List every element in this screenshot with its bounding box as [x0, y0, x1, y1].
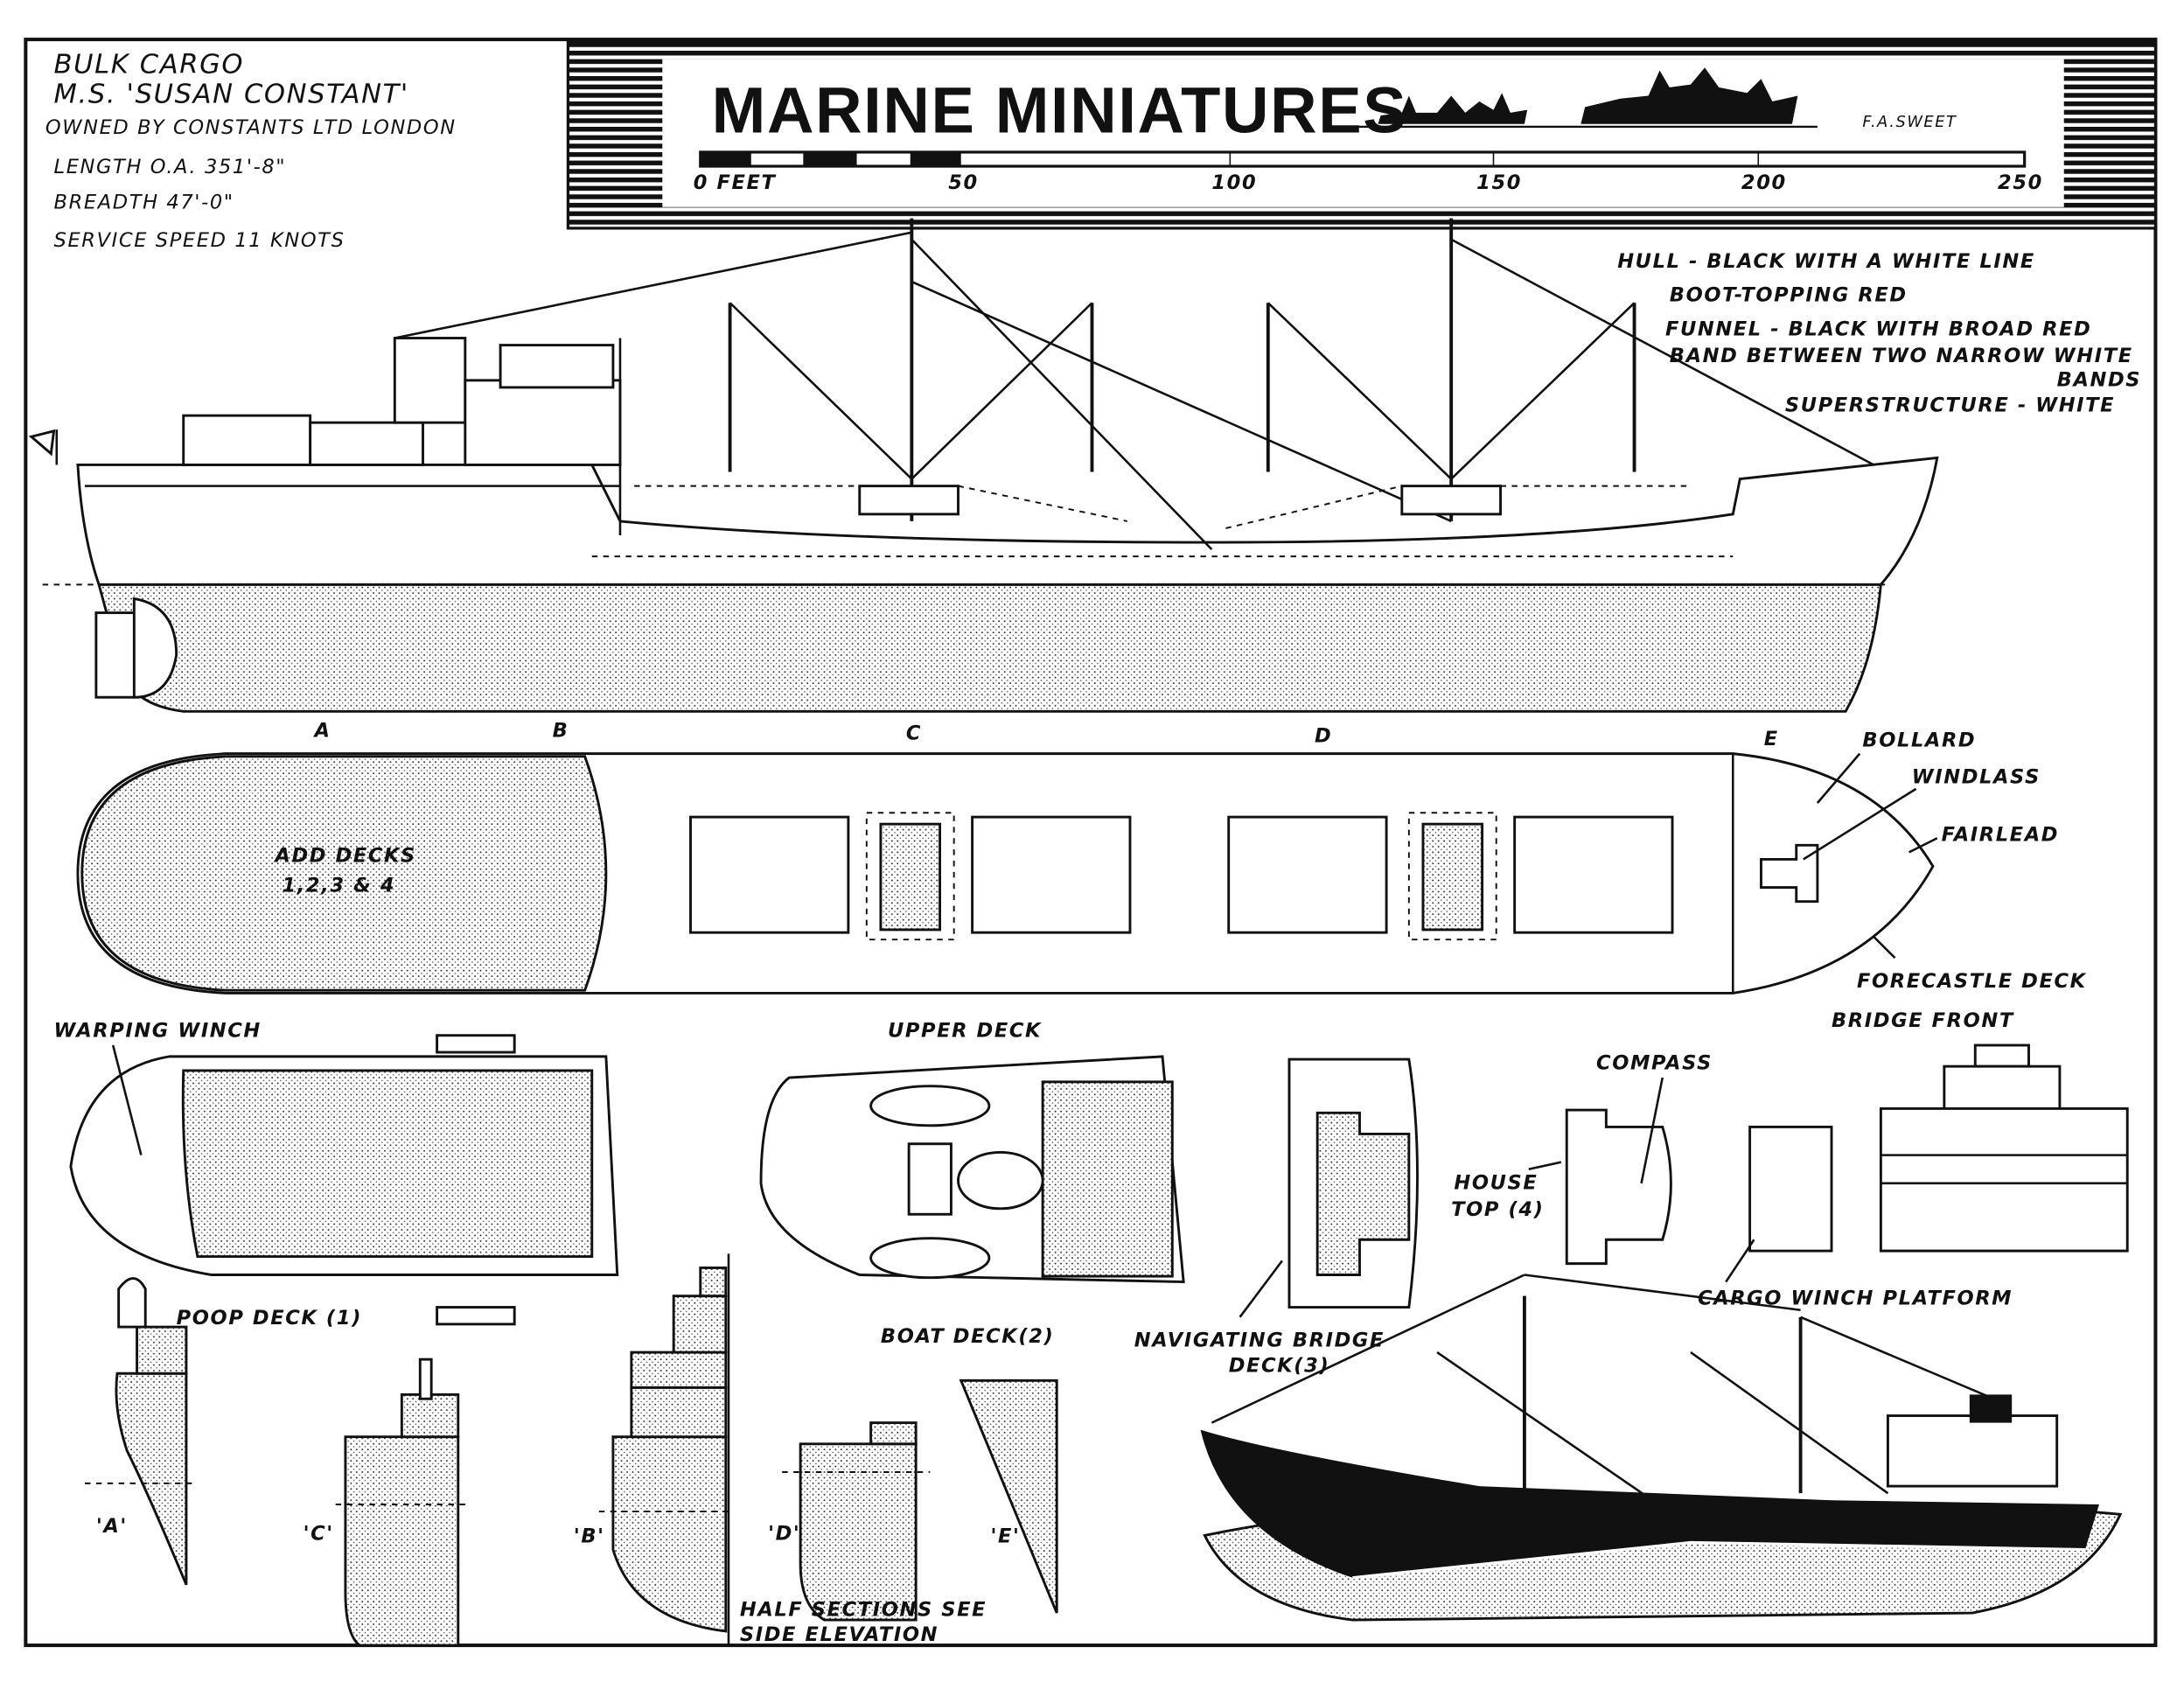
- scale-tick-label: 100: [1211, 171, 1257, 194]
- colour-notes: HULL - BLACK WITH A WHITE LINE BOOT-TOPP…: [1617, 250, 2141, 416]
- half-section-label-d: 'D': [768, 1522, 800, 1545]
- sheet-border: [24, 38, 2158, 1648]
- vessel-speed: SERVICE SPEED 11 KNOTS: [54, 229, 345, 252]
- label-half-sections: HALF SECTIONS SEE: [740, 1598, 987, 1621]
- poop-deck-plan: WARPING WINCH POOP DECK (1): [54, 1019, 619, 1330]
- upper-deck-plan: ADD DECKS 1,2,3 & 4 BOLLARD WINDLASS FAI…: [76, 729, 2087, 1042]
- label-compass: COMPASS: [1596, 1051, 1713, 1074]
- note-boot-topping: BOOT-TOPPING RED: [1670, 284, 1908, 307]
- section-marker-c: C: [906, 722, 922, 745]
- label-boat-deck: BOAT DECK(2): [881, 1325, 1055, 1348]
- bridge-front-elevation: BRIDGE FRONT: [1832, 1009, 2129, 1253]
- label-warping-winch: WARPING WINCH: [54, 1019, 262, 1042]
- header-title: MARINE MINIATURES: [712, 73, 1408, 146]
- vessel-name: M.S. 'SUSAN CONSTANT': [54, 80, 409, 110]
- title-block: BULK CARGO M.S. 'SUSAN CONSTANT' OWNED B…: [45, 50, 457, 252]
- section-marker-b: B: [553, 719, 569, 742]
- label-cargo-winch-platform: CARGO WINCH PLATFORM: [1698, 1287, 2013, 1309]
- perspective-ship-view: [1200, 1274, 2123, 1622]
- scale-bar: 0 FEET 50 100 150 200 250: [694, 150, 2043, 194]
- half-section-label-a: 'A': [96, 1515, 128, 1538]
- label-bollard: BOLLARD: [1862, 729, 1976, 752]
- half-section-label-c: 'C': [304, 1522, 334, 1545]
- half-section-label-e: 'E': [991, 1525, 1021, 1548]
- cargo-winch-platform-plan: CARGO WINCH PLATFORM: [1698, 1125, 2013, 1309]
- label-navigating-bridge-deck: DECK(3): [1229, 1355, 1330, 1378]
- section-markers: A B C D E: [312, 719, 1779, 750]
- scale-tick-label: 0 FEET: [694, 171, 777, 194]
- label-windlass: WINDLASS: [1912, 765, 2041, 788]
- note-funnel: FUNNEL - BLACK WITH BROAD RED: [1665, 318, 2091, 340]
- label-house: HOUSE: [1454, 1171, 1538, 1194]
- scale-tick-label: 250: [1998, 171, 2043, 194]
- label-add-decks: ADD DECKS: [273, 845, 415, 868]
- scale-tick-label: 200: [1741, 171, 1787, 194]
- side-elevation: [28, 218, 1939, 713]
- note-funnel-end: BANDS: [2057, 368, 2141, 391]
- label-side-elevation: SIDE ELEVATION: [740, 1623, 938, 1646]
- vessel-owner: OWNED BY CONSTANTS LTD LONDON: [45, 116, 457, 139]
- label-add-decks-list: 1,2,3 & 4: [282, 874, 395, 897]
- navigating-bridge-deck-plan: NAVIGATING BRIDGE DECK(3): [1134, 1057, 1419, 1378]
- vessel-length: LENGTH O.A. 351'-8": [54, 156, 287, 178]
- section-marker-e: E: [1764, 728, 1779, 750]
- header-banner: MARINE MINIATURES F.A.SWEET 0 FEET 50 10…: [566, 40, 2158, 230]
- note-superstructure: SUPERSTRUCTURE - WHITE: [1785, 394, 2115, 416]
- ship-silhouette-icon: [1352, 67, 1818, 129]
- boat-deck-plan: BOAT DECK(2): [759, 1055, 1185, 1348]
- note-funnel-cont: BAND BETWEEN TWO NARROW WHITE: [1670, 345, 2133, 367]
- section-marker-a: A: [312, 719, 331, 742]
- vessel-breadth: BREADTH 47'-0": [54, 191, 234, 213]
- house-top-plan: COMPASS HOUSE TOP (4): [1451, 1051, 1713, 1266]
- label-navigating-bridge: NAVIGATING BRIDGE: [1134, 1330, 1385, 1352]
- label-fairlead: FAIRLEAD: [1942, 823, 2059, 846]
- label-house-top: TOP (4): [1451, 1198, 1544, 1221]
- note-hull: HULL - BLACK WITH A WHITE LINE: [1617, 250, 2035, 273]
- author-signature: F.A.SWEET: [1862, 114, 1957, 131]
- label-bridge-front: BRIDGE FRONT: [1832, 1009, 2014, 1032]
- section-marker-d: D: [1315, 725, 1332, 748]
- scale-tick-label: 150: [1476, 171, 1522, 194]
- scale-tick-label: 50: [948, 171, 979, 194]
- half-section-label-b: 'B': [574, 1525, 605, 1548]
- label-upper-deck: UPPER DECK: [888, 1019, 1042, 1042]
- vessel-type: BULK CARGO: [54, 50, 245, 80]
- label-poop-deck: POOP DECK (1): [177, 1307, 362, 1330]
- label-forecastle-deck: FORECASTLE DECK: [1857, 970, 2087, 993]
- half-sections: 'A' 'C' 'B' 'D' 'E' HALF SECTIONS SEE SI…: [84, 1253, 1058, 1647]
